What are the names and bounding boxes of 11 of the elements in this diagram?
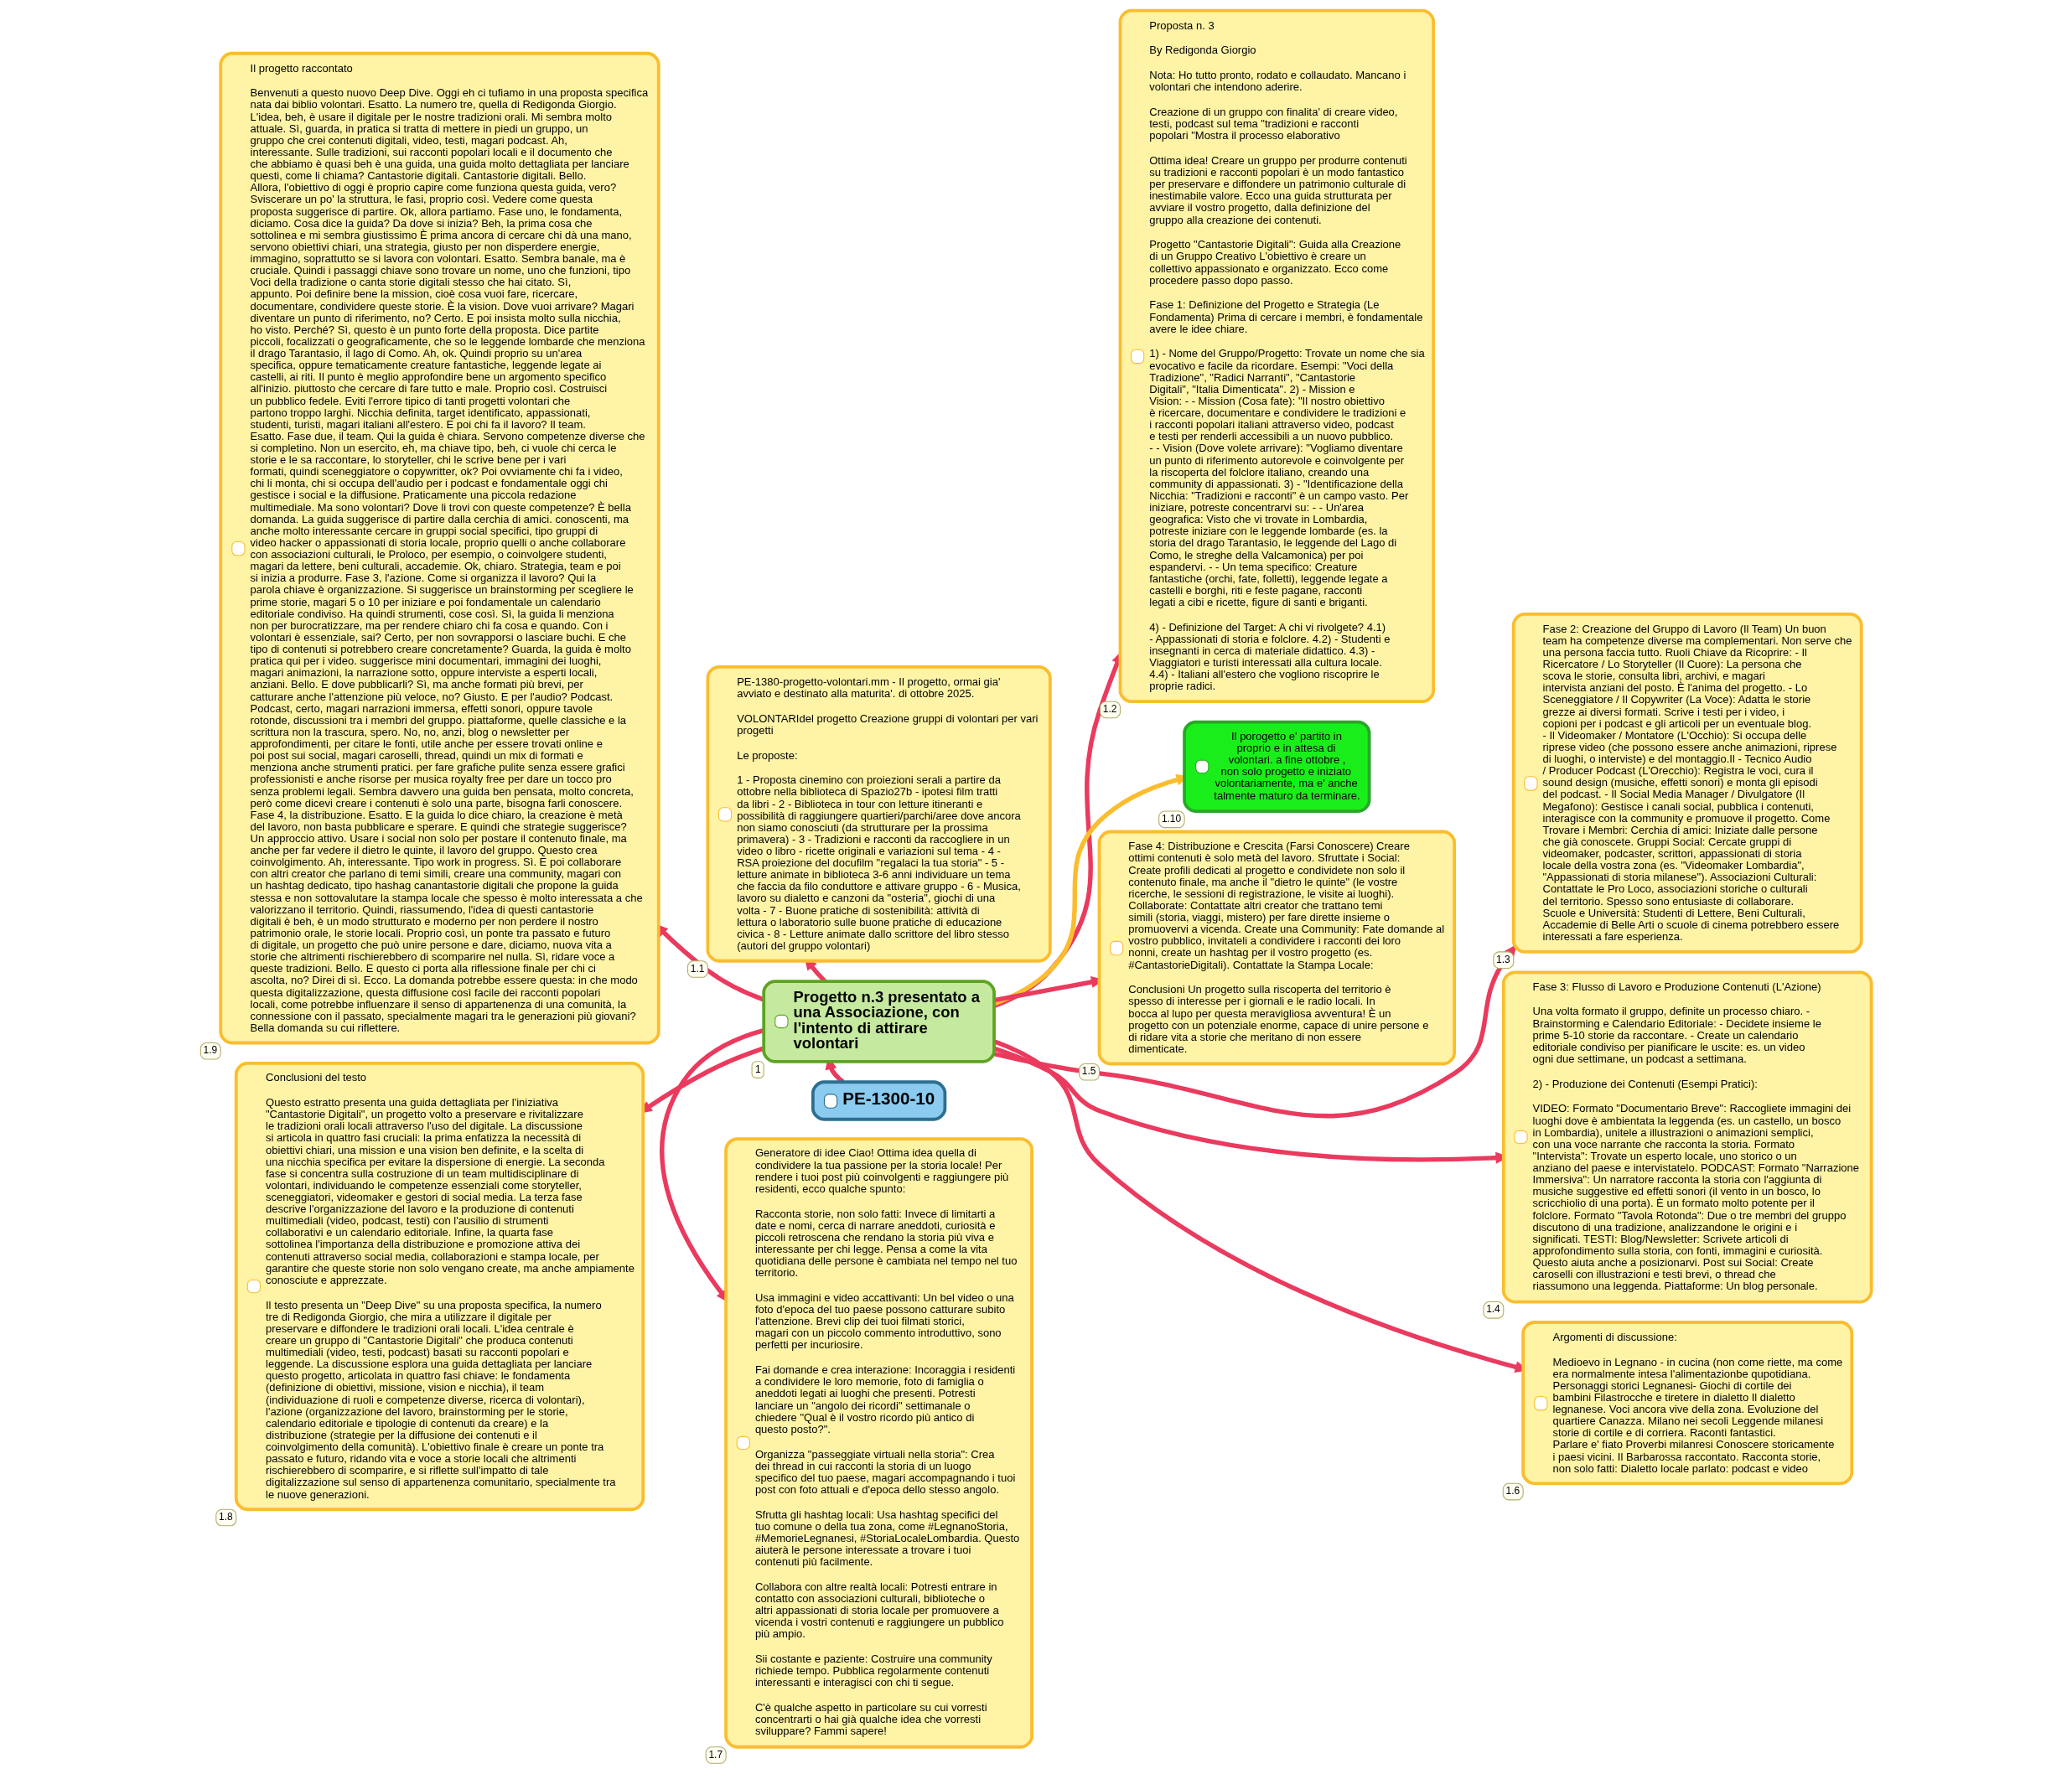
node-label: 1.10: [1161, 812, 1182, 825]
node-label: 1.7: [708, 1748, 723, 1761]
node-label: 1.3: [1496, 953, 1510, 965]
node-label: 1.2: [1102, 702, 1117, 715]
node-label: 1.1: [690, 962, 705, 975]
node-label: 1: [754, 1063, 761, 1075]
node-label: 1.6: [1505, 1485, 1520, 1497]
node-label: 1.5: [1081, 1065, 1096, 1078]
node-label: 1.8: [219, 1511, 233, 1523]
node-label: 1.9: [203, 1044, 218, 1057]
node-label: 1.4: [1486, 1303, 1500, 1316]
